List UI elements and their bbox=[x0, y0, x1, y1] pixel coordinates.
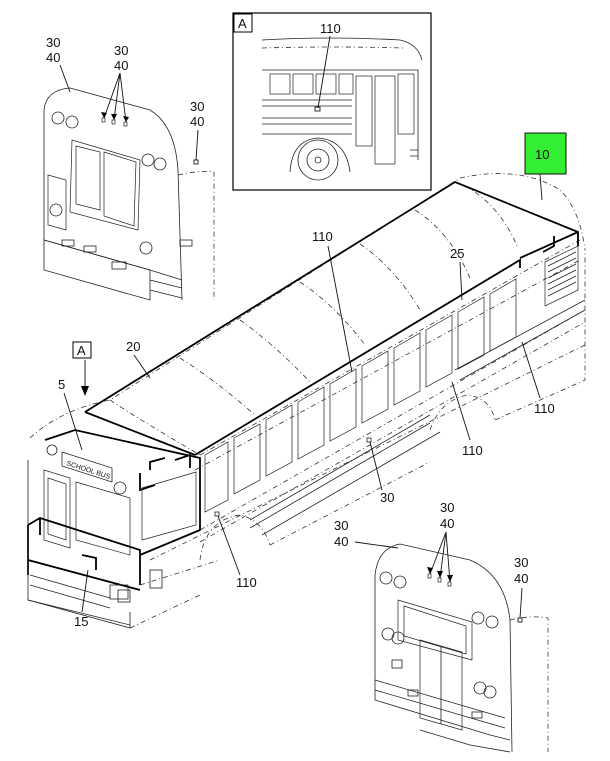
label-side-110: 110 bbox=[236, 575, 257, 590]
label-front-tl-30: 30 bbox=[46, 35, 60, 50]
detail-view-a: A 110 bbox=[232, 12, 432, 191]
label-front-r-30: 30 bbox=[190, 99, 204, 114]
detail-windows bbox=[269, 73, 415, 165]
front-view-small: 30 40 30 40 30 40 bbox=[43, 35, 215, 301]
label-front-tl-40: 40 bbox=[46, 50, 60, 65]
school-bus-sign: SCHOOL BUS bbox=[65, 460, 111, 481]
label-front-15: 15 bbox=[74, 614, 88, 629]
view-a-marker bbox=[72, 341, 92, 359]
detail-view-letter: A bbox=[238, 16, 247, 31]
side-windows bbox=[204, 278, 517, 513]
label-rear-l-30: 30 bbox=[334, 518, 348, 533]
label-rear-l-40: 40 bbox=[334, 534, 348, 549]
label-roof-20: 20 bbox=[126, 339, 140, 354]
label-front-tm-40: 40 bbox=[114, 58, 128, 73]
label-rear-r-40: 40 bbox=[514, 571, 528, 586]
label-detail-110: 110 bbox=[320, 21, 341, 36]
label-body-mid-110: 110 bbox=[462, 443, 483, 458]
label-view-a: A bbox=[77, 343, 86, 358]
label-roof-110: 110 bbox=[312, 229, 333, 244]
highlight-callout-10: 10 bbox=[524, 132, 567, 201]
label-body-right-110: 110 bbox=[534, 401, 555, 416]
label-highlight-10: 10 bbox=[535, 147, 549, 162]
label-rear-r-30: 30 bbox=[514, 555, 528, 570]
label-rear-t-30: 30 bbox=[440, 500, 454, 515]
label-windshield-5: 5 bbox=[58, 377, 65, 392]
label-front-tm-30: 30 bbox=[114, 43, 128, 58]
rear-view-small: 30 40 30 40 30 40 bbox=[334, 500, 549, 753]
label-front-r-40: 40 bbox=[190, 114, 204, 129]
label-rear-t-40: 40 bbox=[440, 516, 454, 531]
label-side-30: 30 bbox=[380, 490, 394, 505]
main-bus: SCHOOL BUS bbox=[27, 173, 586, 629]
highlight-box bbox=[524, 132, 567, 175]
label-roof-25: 25 bbox=[450, 246, 464, 261]
